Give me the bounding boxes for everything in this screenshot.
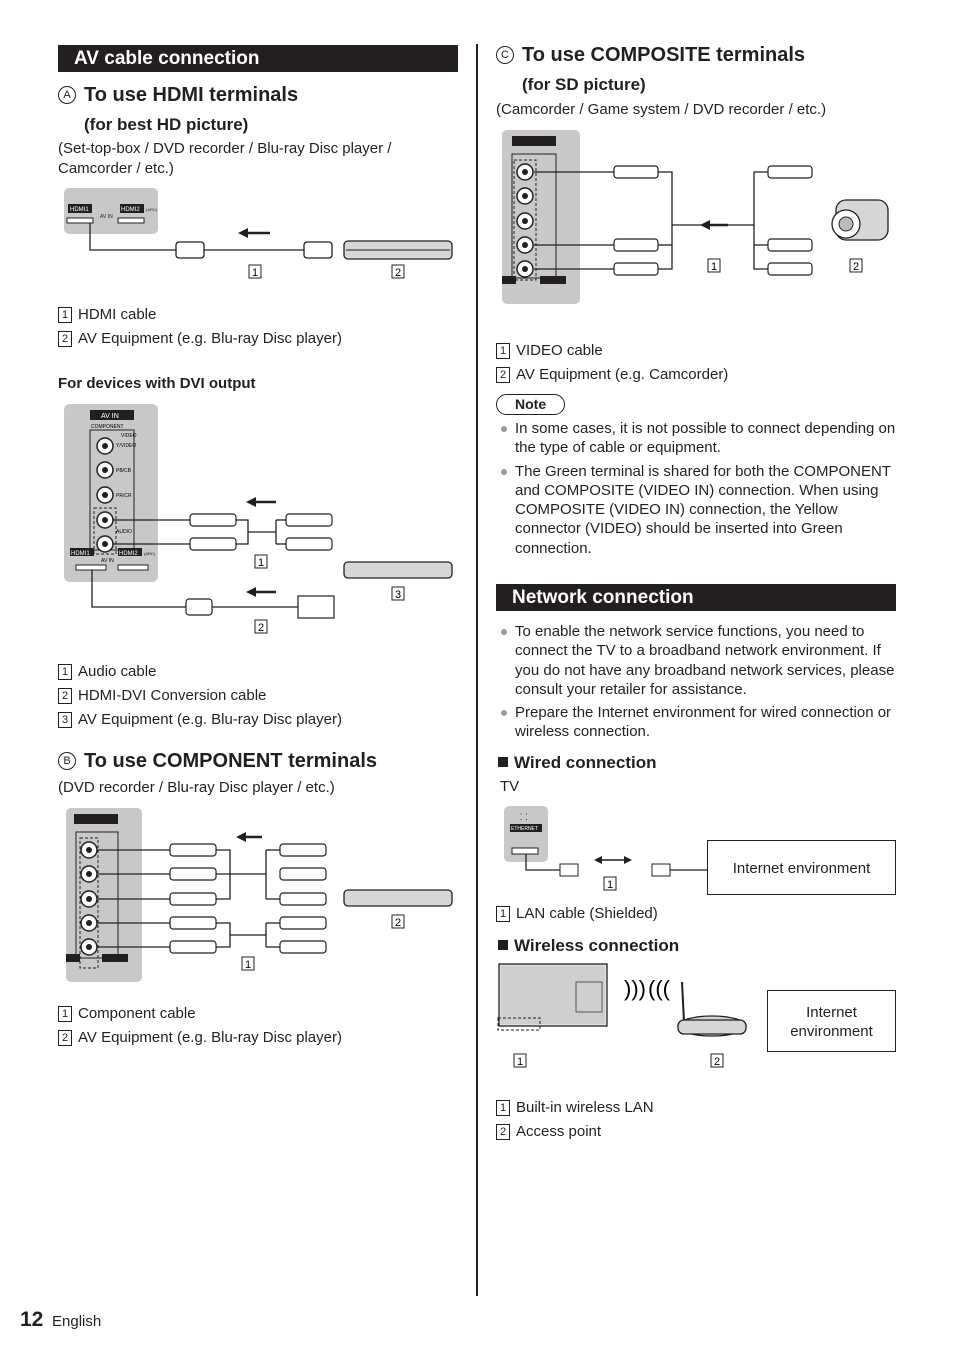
svg-text:1: 1 xyxy=(607,879,613,891)
composite-diagram: 1 2 xyxy=(502,130,889,304)
section-title-av: AV cable connection xyxy=(58,45,458,72)
network-item: Prepare the Internet environment for wir… xyxy=(496,703,898,742)
svg-text:2: 2 xyxy=(258,622,264,634)
hdmi2-label: HDMI2 xyxy=(121,207,140,213)
section-title-network: Network connection xyxy=(496,584,896,611)
svg-text:COMPONENT: COMPONENT xyxy=(91,424,124,430)
svg-text:PR/CR: PR/CR xyxy=(116,493,132,499)
svg-text:AV IN: AV IN xyxy=(100,214,113,220)
note-list: In some cases, it is not possible to con… xyxy=(496,419,896,562)
internet-box-wireless: Internet environment xyxy=(767,990,896,1052)
hdmi-diagram: HDMI1 HDMI2 (ARC) AV IN 1 2 xyxy=(64,188,453,279)
access-point-icon xyxy=(677,981,747,1037)
marker-b: B xyxy=(58,752,76,770)
composite-subtitle: (for SD picture) xyxy=(522,75,646,94)
hdmi-devices: (Set-top-box / DVD recorder / Blu-ray Di… xyxy=(58,140,392,177)
svg-text:2: 2 xyxy=(714,1056,720,1068)
component-devices: (DVD recorder / Blu-ray Disc player / et… xyxy=(58,779,335,796)
svg-text:PB/CB: PB/CB xyxy=(116,468,132,474)
composite-heading: C To use COMPOSITE terminals xyxy=(496,44,805,67)
internet-box-wired: Internet environment xyxy=(707,840,896,895)
wireless-diagram: ))) ((( 1 2 xyxy=(497,963,747,1068)
note-label: Note xyxy=(496,394,566,415)
camcorder-icon xyxy=(831,199,889,241)
wireless-heading: Wireless connection xyxy=(498,936,679,956)
svg-text:AUDIO: AUDIO xyxy=(116,529,132,535)
wifi-in-icon: ((( xyxy=(648,976,671,1001)
wired-heading: Wired connection xyxy=(498,753,656,773)
column-divider xyxy=(476,44,478,1296)
svg-text:AV IN: AV IN xyxy=(101,558,114,564)
composite-title: To use COMPOSITE terminals xyxy=(522,44,806,66)
composite-devices: (Camcorder / Game system / DVD recorder … xyxy=(496,101,827,118)
page-language: English xyxy=(52,1313,102,1330)
svg-text:AV IN: AV IN xyxy=(101,413,119,420)
svg-text:2: 2 xyxy=(395,267,401,279)
wired-diagram: ⸬ ETHERNET 1 xyxy=(504,806,707,891)
component-diagram: 1 2 xyxy=(66,808,453,982)
svg-text:(ARC): (ARC) xyxy=(144,551,156,556)
marker-c: C xyxy=(496,46,514,64)
svg-text:2: 2 xyxy=(853,261,859,273)
hdmi1-label: HDMI1 xyxy=(70,207,89,213)
page-number: 12 xyxy=(20,1308,44,1331)
hdmi-subtitle: (for best HD picture) xyxy=(84,115,249,134)
network-item: To enable the network service functions,… xyxy=(496,622,898,699)
note-item: In some cases, it is not possible to con… xyxy=(496,419,896,458)
note-item: The Green terminal is shared for both th… xyxy=(496,462,896,558)
hdmi-title: To use HDMI terminals xyxy=(84,84,299,106)
svg-text:HDMI1: HDMI1 xyxy=(71,551,90,557)
svg-text:1: 1 xyxy=(517,1056,523,1068)
svg-text:3: 3 xyxy=(395,589,401,601)
svg-text:1: 1 xyxy=(711,261,717,273)
hdmi-heading: A To use HDMI terminals xyxy=(58,84,298,107)
component-heading: B To use COMPONENT terminals xyxy=(58,750,377,773)
svg-text:2: 2 xyxy=(395,917,401,929)
svg-text:ETHERNET: ETHERNET xyxy=(511,826,538,832)
svg-text:Y/VIDEO: Y/VIDEO xyxy=(116,443,136,449)
component-title: To use COMPONENT terminals xyxy=(84,750,378,772)
marker-a: A xyxy=(58,86,76,104)
tv-label: TV xyxy=(500,778,520,795)
svg-text:1: 1 xyxy=(252,267,258,279)
network-list: To enable the network service functions,… xyxy=(496,622,898,746)
svg-text:1: 1 xyxy=(245,959,251,971)
svg-text:(ARC): (ARC) xyxy=(146,207,158,212)
svg-text:HDMI2: HDMI2 xyxy=(119,551,138,557)
dvi-diagram: AV IN COMPONENT VIDEO Y/VIDEO PB/CB PR/C… xyxy=(64,404,453,634)
svg-text:VIDEO: VIDEO xyxy=(121,433,137,439)
wifi-out-icon: ))) xyxy=(624,976,646,1001)
network-icon: ⸬ xyxy=(520,812,527,822)
dvi-heading: For devices with DVI output xyxy=(58,375,256,392)
svg-text:1: 1 xyxy=(258,557,264,569)
